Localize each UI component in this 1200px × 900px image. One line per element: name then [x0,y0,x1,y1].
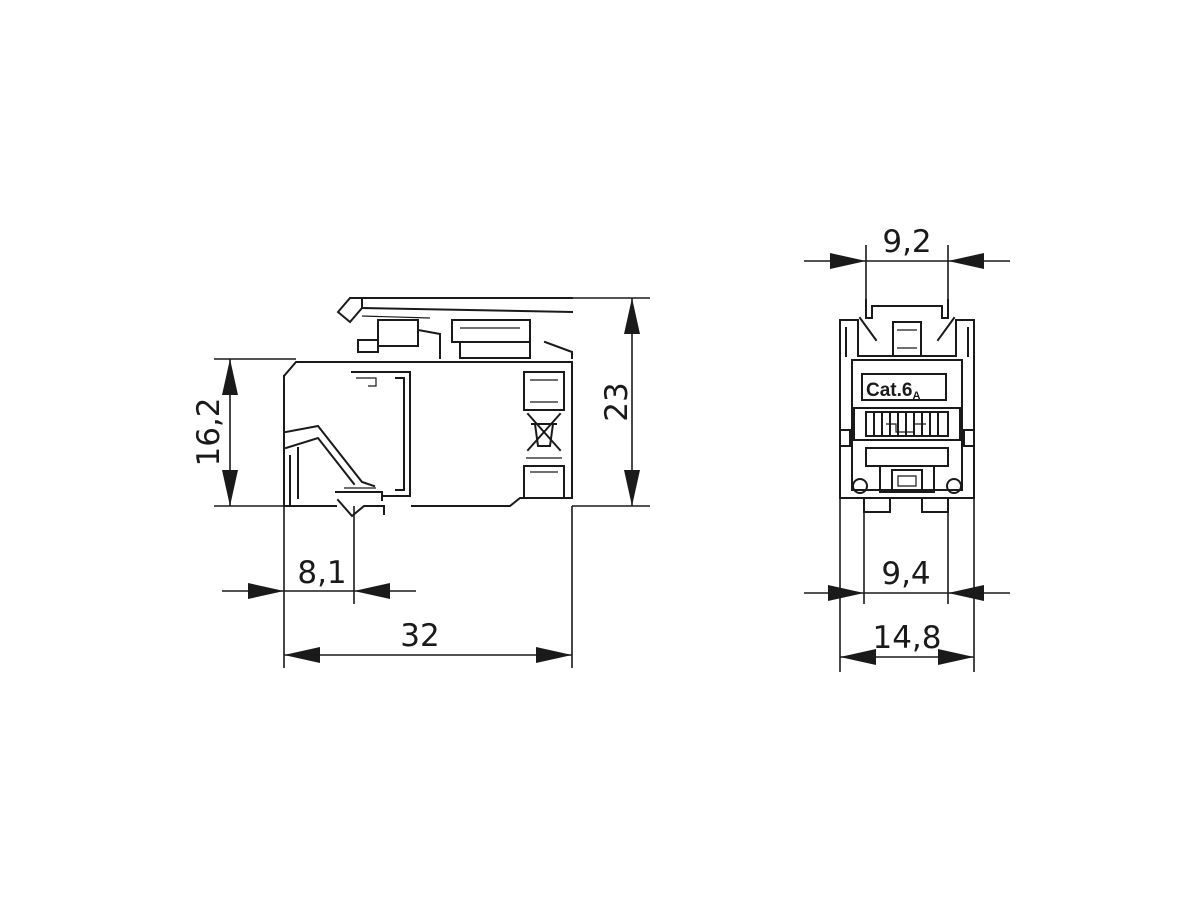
dimension-label-14-8: 14,8 [872,620,941,656]
dimension-label-23: 23 [599,382,635,421]
weee-bin-icon [526,412,562,459]
dimension-length-total: 32 [284,618,572,663]
dimension-label-9-4: 9,4 [881,556,930,592]
dimension-bottom-width: 9,4 [804,556,1010,601]
screw-left [852,478,868,494]
dimension-top-width: 9,2 [804,224,1010,269]
dimension-label-9-2: 9,2 [882,224,931,260]
screw-right [946,478,962,494]
category-label: Cat.6A [866,380,920,402]
socket-contacts [873,411,939,437]
dimension-label-32: 32 [400,618,439,654]
side-view-extension-lines [214,297,650,668]
dimension-label-8-1: 8,1 [297,555,346,591]
dimension-overall-width: 14,8 [840,620,974,665]
front-view-extension-lines [839,245,975,672]
dimension-height-total: 23 [599,298,640,506]
dimension-label-16-2: 16,2 [191,397,227,466]
dimension-front-offset: 8,1 [222,555,416,599]
side-view [282,297,574,518]
dimension-height-body: 16,2 [191,359,238,506]
front-view: Cat.6A [839,299,975,513]
